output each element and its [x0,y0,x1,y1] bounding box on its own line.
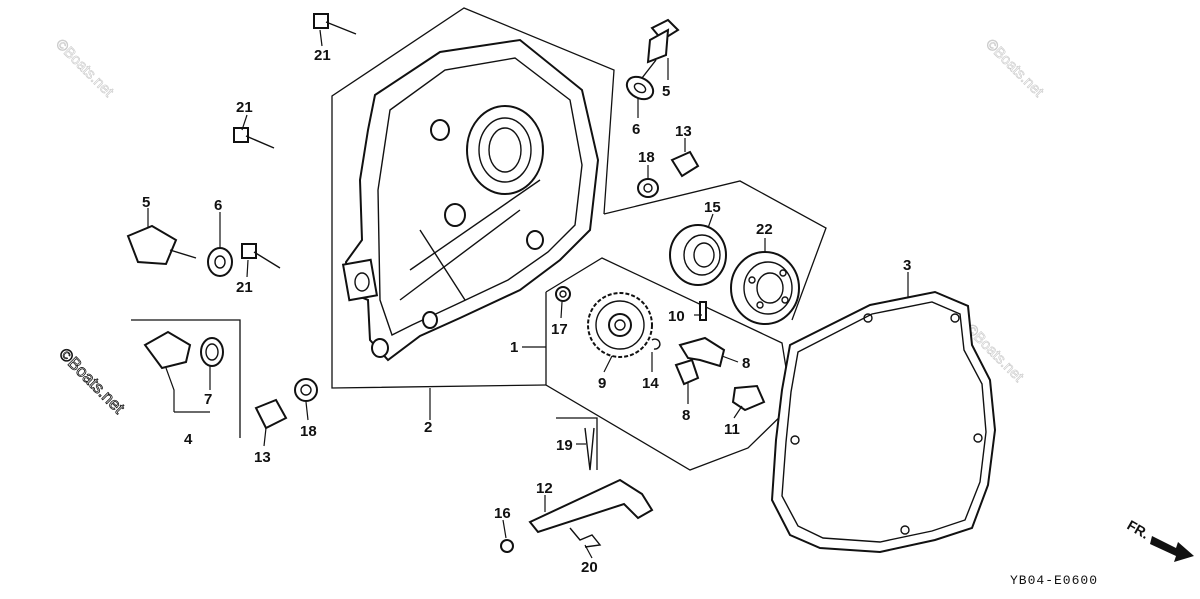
callout-12: 12 [536,480,553,497]
callout-19: 19 [556,437,573,454]
group-outlines [131,7,827,471]
watermark: ©Boats.net [982,36,1047,101]
callout-10: 10 [668,308,685,325]
bearing-15 [669,224,727,286]
callout-5: 5 [662,83,670,100]
callout-18: 18 [300,423,317,440]
callout-14: 14 [642,375,659,392]
callout-21: 21 [314,47,331,64]
front-indicator: FR. [1125,517,1194,562]
callout-3: 3 [903,257,911,274]
gasket [770,290,997,554]
front-arrow-icon [1150,536,1194,562]
callout-21: 21 [236,99,253,116]
callout-13: 13 [254,449,271,466]
callout-21: 21 [236,279,253,296]
crankcase-cover [341,38,600,362]
callout-5: 5 [142,194,150,211]
governor-gear [587,292,653,358]
watermark: ©Boats.net [52,36,117,101]
callout-16: 16 [494,505,511,522]
drain-group-outline [131,319,241,438]
watermark: ©Boats.net [55,344,128,417]
callout-1: 1 [510,339,518,356]
diagram-code: YB04-E0600 [1010,573,1098,588]
front-indicator-label: FR. [1125,517,1153,542]
small-parts [126,13,766,553]
callouts: 1 2 3 4 5 5 6 6 7 8 8 9 10 11 12 13 13 1… [142,47,911,576]
crankcase-group-outline [331,7,615,389]
callout-8: 8 [742,355,750,372]
callout-17: 17 [551,321,568,338]
governor-group-outline [545,257,793,471]
callout-6: 6 [632,121,640,138]
leader-lines [147,29,909,559]
callout-15: 15 [704,199,721,216]
callout-4: 4 [184,431,193,448]
callout-11: 11 [724,421,740,438]
callout-2: 2 [424,419,432,436]
callout-18: 18 [638,149,655,166]
callout-6: 6 [214,197,222,214]
callout-8: 8 [682,407,690,424]
callout-22: 22 [756,221,773,238]
bearing-22 [730,251,800,325]
callout-7: 7 [204,391,212,408]
crankcase-group-outline [603,180,827,321]
arm-group-outline [556,417,598,470]
callout-20: 20 [581,559,598,576]
callout-13: 13 [675,123,692,140]
callout-9: 9 [598,375,606,392]
